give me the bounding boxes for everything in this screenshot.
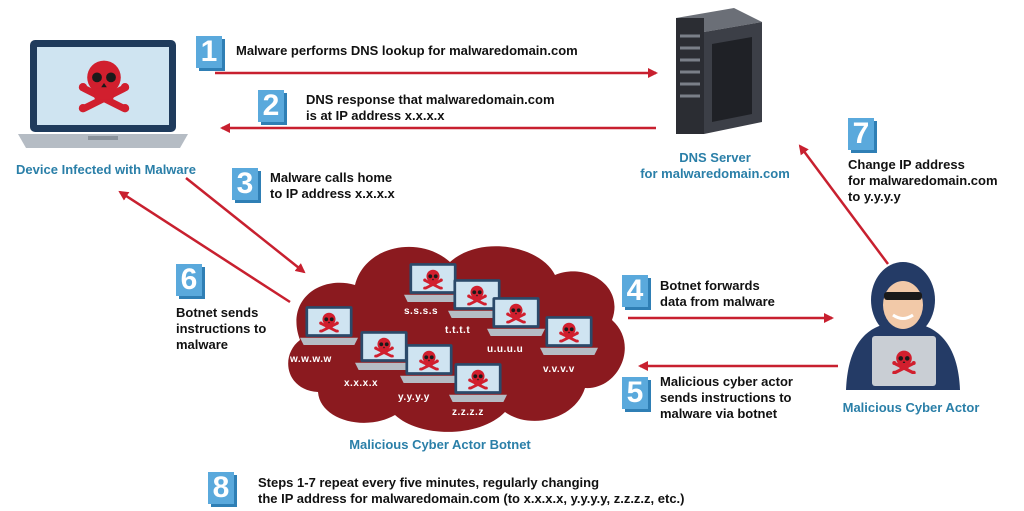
- botnet-caption: Malicious Cyber Actor Botnet: [349, 437, 531, 452]
- step-5-number: 5: [622, 377, 648, 409]
- arrow-step-7: [798, 144, 890, 265]
- device-caption: Device Infected with Malware: [16, 162, 196, 177]
- botnet-ip-label: u.u.u.u: [487, 344, 524, 355]
- step-2-text: DNS response that malwaredomain.com is a…: [306, 92, 555, 123]
- arrow-step-3: [185, 177, 306, 274]
- step-6-number: 6: [176, 264, 202, 296]
- step-3-text: Malware calls home to IP address x.x.x.x: [270, 170, 395, 201]
- step-8-number: 8: [208, 472, 234, 504]
- dns-server-caption: DNS Server for malwaredomain.com: [640, 150, 790, 181]
- step-1-text: Malware performs DNS lookup for malwared…: [236, 43, 578, 58]
- botnet-ip-label: y.y.y.y: [398, 392, 430, 403]
- cloud-icon: [288, 246, 625, 432]
- step-7-number: 7: [848, 118, 874, 150]
- step-6-text: Botnet sends instructions to malware: [176, 305, 267, 352]
- step-2-number: 2: [258, 90, 284, 122]
- botnet-ip-label: w.w.w.w: [290, 354, 332, 365]
- step-7-text: Change IP address for malwaredomain.com …: [848, 157, 998, 204]
- hacker-icon: [846, 262, 960, 390]
- botnet-ip-label: z.z.z.z: [452, 407, 484, 418]
- server-icon: [676, 8, 762, 134]
- laptop-icon: [18, 40, 188, 148]
- step-1-number: 1: [196, 36, 222, 68]
- step-8-text: Steps 1-7 repeat every five minutes, reg…: [258, 475, 685, 506]
- arrow-step-6: [118, 190, 291, 304]
- step-4-text: Botnet forwards data from malware: [660, 278, 775, 309]
- step-3-number: 3: [232, 168, 258, 200]
- step-4-number: 4: [622, 275, 648, 307]
- botnet-ip-label: v.v.v.v: [543, 364, 575, 375]
- step-5-text: Malicious cyber actor sends instructions…: [660, 374, 793, 421]
- botnet-ip-label: t.t.t.t: [445, 325, 471, 336]
- actor-caption: Malicious Cyber Actor: [842, 400, 980, 415]
- botnet-ip-label: s.s.s.s: [404, 306, 439, 317]
- botnet-ip-label: x.x.x.x: [344, 378, 379, 389]
